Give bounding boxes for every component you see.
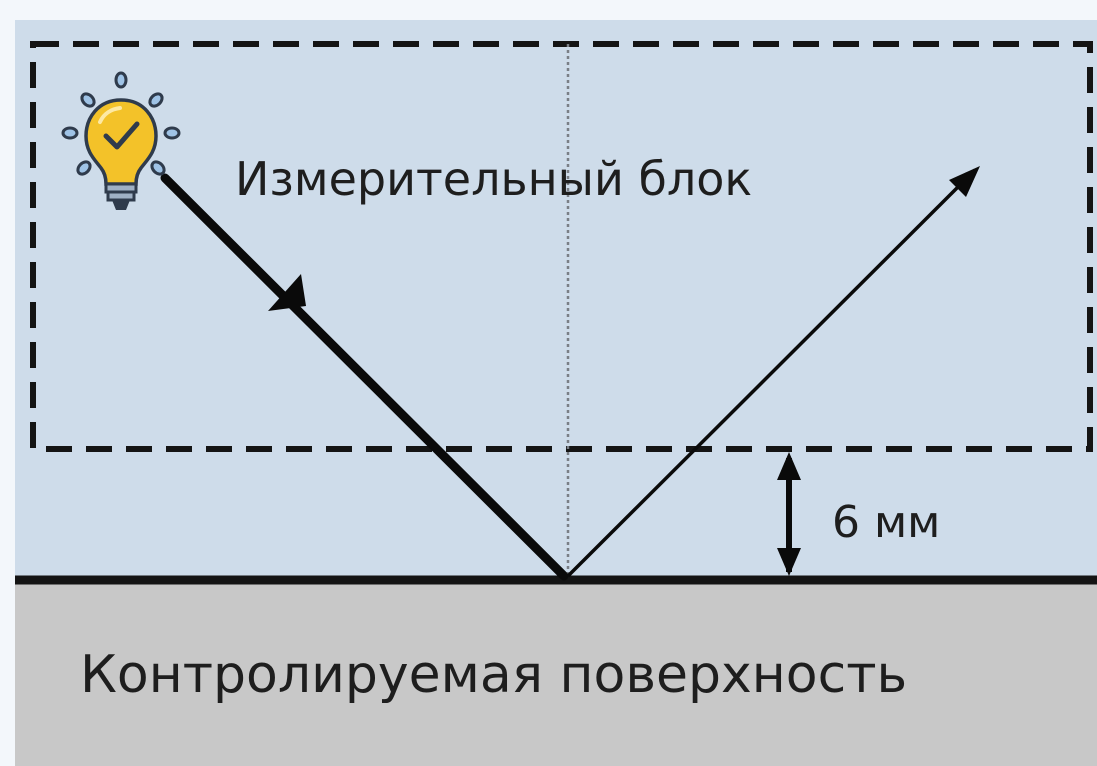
measuring-block-label: Измерительный блок xyxy=(235,152,752,206)
gap-arrow-bottom xyxy=(777,548,801,576)
measuring-block-border xyxy=(30,41,1093,452)
gap-arrow-top xyxy=(777,452,801,480)
air-region xyxy=(15,20,1097,580)
incident-beam xyxy=(160,173,569,581)
lightbulb-check-icon xyxy=(61,71,181,210)
gap-label: 6 мм xyxy=(832,497,940,548)
incident-beam-arrow xyxy=(268,274,306,311)
surface-label: Контролируемая поверхность xyxy=(80,645,907,705)
controlled-surface xyxy=(15,583,1097,766)
reflected-beam xyxy=(566,168,977,578)
reflected-beam-arrow xyxy=(949,166,980,197)
